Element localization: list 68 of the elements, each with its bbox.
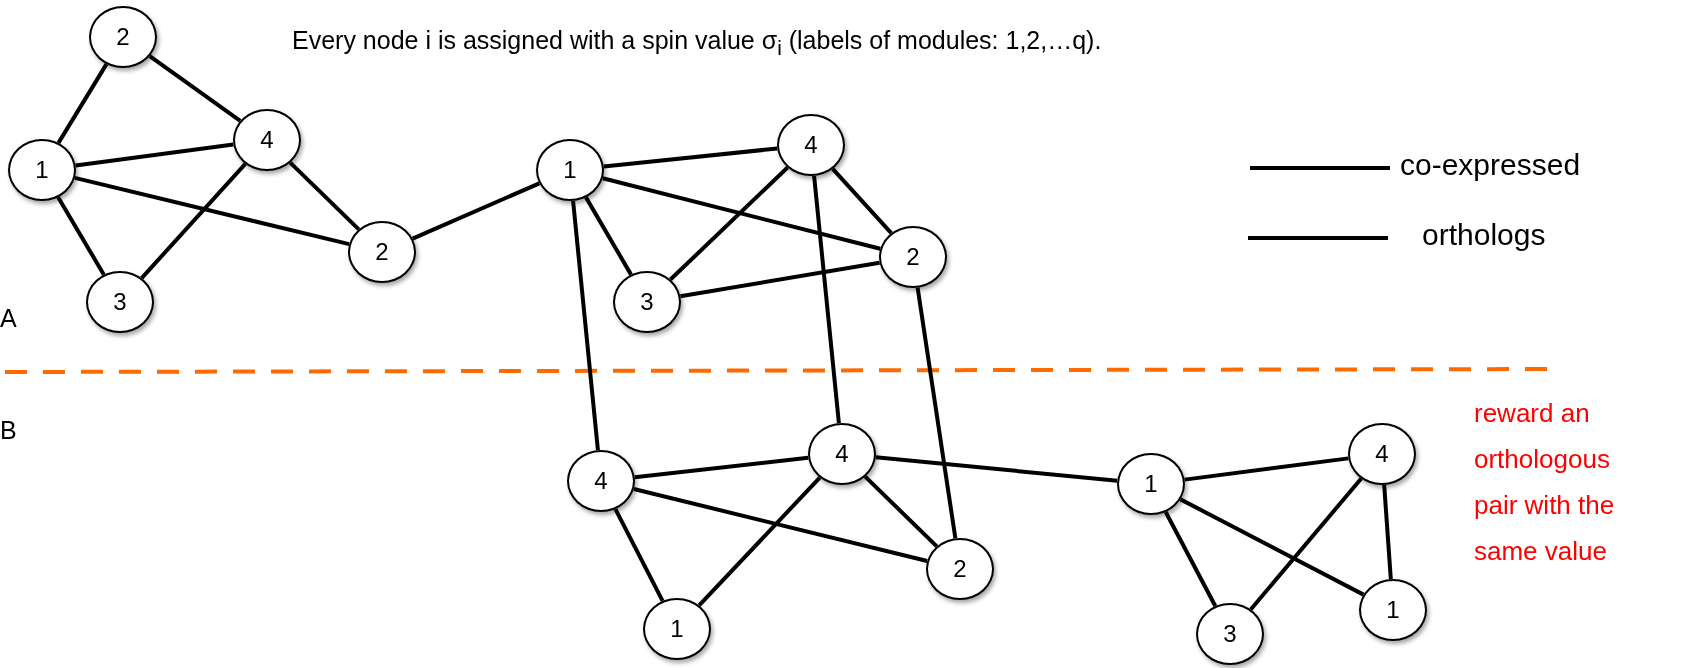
node-label: 3 xyxy=(113,290,127,314)
connector-line xyxy=(1382,484,1393,580)
title-text: Every node i is assigned with a spin value σ$_{i}$ (labels of modules: 1,2,…q). xyxy=(292,26,1102,60)
node-circle xyxy=(86,271,154,333)
connector-line xyxy=(56,63,109,144)
legend-label: co-expressed xyxy=(1400,148,1581,182)
node-circle xyxy=(926,538,994,600)
node-label: 3 xyxy=(1223,622,1237,646)
node-label: 4 xyxy=(835,442,849,466)
node-label: 4 xyxy=(804,133,818,157)
connector-line xyxy=(1184,456,1349,482)
node-circle xyxy=(879,226,947,288)
annotation-text: reward an orthologous pair with the same value xyxy=(1474,397,1616,568)
connector-line xyxy=(56,196,106,276)
node-circle xyxy=(1359,579,1427,641)
connector-line xyxy=(812,175,841,424)
node-label: 4 xyxy=(1375,442,1389,466)
node-circle xyxy=(348,221,416,283)
connector-line xyxy=(680,260,880,299)
connector-line xyxy=(140,162,247,280)
node-circle xyxy=(536,139,604,201)
connector-line xyxy=(831,167,893,235)
connector-line xyxy=(633,487,928,563)
connector-line xyxy=(1179,497,1365,597)
connector-line xyxy=(603,146,778,169)
node-label: 1 xyxy=(670,617,684,641)
node-circle xyxy=(808,423,876,485)
connector-line xyxy=(602,176,881,251)
node-circle xyxy=(233,109,301,171)
section-label: A xyxy=(0,304,17,333)
node-label: 2 xyxy=(375,240,389,264)
connector-line xyxy=(875,455,1118,483)
node-label: 4 xyxy=(260,128,274,152)
connector-line xyxy=(148,54,242,123)
node-circle xyxy=(1196,603,1264,665)
connector-line xyxy=(634,455,809,480)
legend-label: orthologs xyxy=(1422,218,1546,252)
connector-line xyxy=(915,287,958,539)
node-label: 2 xyxy=(116,25,130,49)
connector-line xyxy=(613,508,665,602)
node-circle xyxy=(613,271,681,333)
node-label: 1 xyxy=(563,158,577,182)
node-label: 4 xyxy=(594,469,608,493)
node-label: 1 xyxy=(35,158,49,182)
node-circle xyxy=(1348,423,1416,485)
section-label: B xyxy=(0,416,17,445)
connector-line xyxy=(1249,477,1363,611)
node-label: 1 xyxy=(1144,472,1158,496)
connector-line xyxy=(571,200,600,451)
connector-line xyxy=(1163,511,1218,607)
node-circle xyxy=(567,450,635,512)
connector-line xyxy=(74,176,350,246)
node-circle xyxy=(8,139,76,201)
node-circle xyxy=(643,598,711,660)
node-label: 1 xyxy=(1386,598,1400,622)
node-circle xyxy=(1117,453,1185,515)
connector-line xyxy=(75,142,234,168)
connector-line xyxy=(863,475,939,548)
connector-line xyxy=(697,476,822,607)
connector-line xyxy=(584,196,633,276)
connector-line xyxy=(411,181,541,241)
node-circle xyxy=(89,6,157,68)
node-label: 2 xyxy=(906,245,920,269)
node-label: 3 xyxy=(640,290,654,314)
connector-line xyxy=(669,166,789,281)
connector-line xyxy=(288,161,361,231)
node-circle xyxy=(777,114,845,176)
node-label: 2 xyxy=(953,557,967,581)
